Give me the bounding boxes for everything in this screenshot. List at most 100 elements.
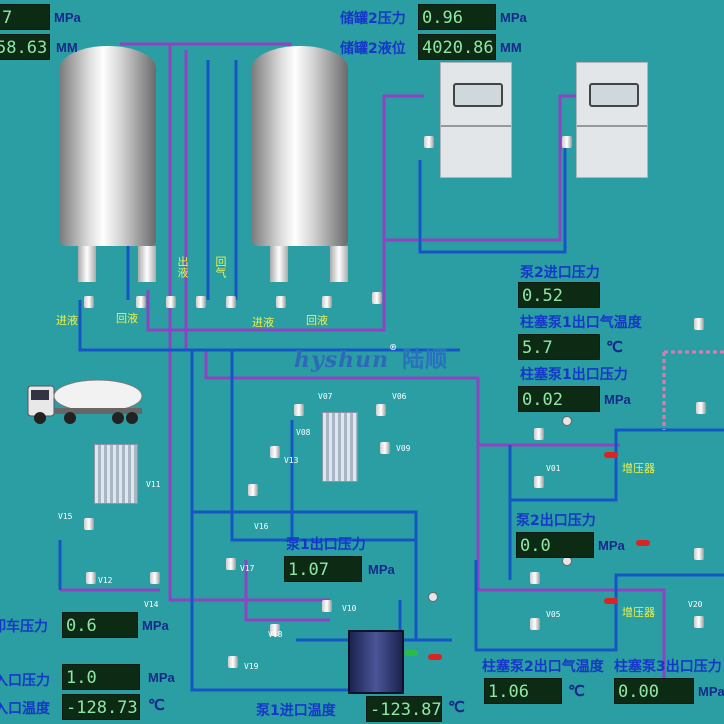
tank-2-leg-right	[330, 246, 348, 282]
valve[interactable]	[530, 618, 540, 630]
unload-pressure-display: 0.6	[62, 612, 138, 638]
tank-1-leg-right	[138, 246, 156, 282]
valve[interactable]	[84, 296, 94, 308]
pump2-outlet-pressure-unit: MPa	[598, 538, 625, 553]
valve-tag: V19	[244, 662, 259, 671]
brand-logo-text: hyshun	[294, 347, 390, 373]
valve[interactable]	[86, 572, 96, 584]
valve[interactable]	[84, 518, 94, 530]
tank2-level-display: 4020.86	[418, 34, 496, 60]
tag-tank1-vapor: 回气	[214, 256, 227, 278]
valve[interactable]	[226, 296, 236, 308]
red-indicator	[404, 650, 418, 656]
valve[interactable]	[226, 558, 236, 570]
valve[interactable]	[196, 296, 206, 308]
valve-tag: V08	[296, 428, 311, 437]
valve-tag: V10	[342, 604, 357, 613]
registered-mark: ®	[389, 342, 399, 352]
dispenser-1[interactable]	[440, 62, 512, 178]
valve[interactable]	[694, 616, 704, 628]
valve[interactable]	[150, 572, 160, 584]
vapor-temp1-display: 5.7	[518, 334, 600, 360]
pump1-inlet-temp-display: -123.87	[366, 696, 442, 722]
valve[interactable]	[322, 296, 332, 308]
red-indicator	[636, 540, 650, 546]
valve[interactable]	[424, 136, 434, 148]
valve[interactable]	[694, 318, 704, 330]
valve-tag: V16	[254, 522, 269, 531]
plunger-pump[interactable]	[348, 630, 404, 694]
pump1-outlet-pressure-display: 0.02	[518, 386, 600, 412]
valve[interactable]	[534, 428, 544, 440]
valve[interactable]	[530, 572, 540, 584]
vapor-temp1-unit: ℃	[606, 339, 623, 356]
booster-tag-1: 增压器	[622, 462, 655, 475]
unload-pressure-unit: MPa	[142, 618, 169, 633]
inlet-temp-display: -128.73	[62, 694, 140, 720]
valve-tag: V12	[98, 576, 113, 585]
vaporizer-center[interactable]	[322, 412, 358, 482]
valve[interactable]	[228, 656, 238, 668]
vapor-temp2-label: 柱塞泵2出口气温度	[482, 659, 604, 675]
tank2-pressure-unit: MPa	[500, 10, 527, 25]
vaporizer-left[interactable]	[94, 444, 138, 504]
pump1-outlet-pressure-b-label: 泵1出口压力	[286, 537, 366, 553]
pump1-inlet-temp-unit: ℃	[448, 699, 465, 716]
pressure-sensor	[562, 416, 572, 426]
valve[interactable]	[322, 600, 332, 612]
valve[interactable]	[276, 296, 286, 308]
valve[interactable]	[694, 548, 704, 560]
valve[interactable]	[270, 624, 280, 636]
tanker-truck-icon	[27, 379, 143, 424]
valve[interactable]	[534, 476, 544, 488]
pump2-outlet-pressure-display: 0.0	[516, 532, 594, 558]
storage-tank-2[interactable]	[252, 46, 348, 246]
inlet-temp-unit: ℃	[148, 697, 165, 714]
tank2-pressure-display: 0.96	[418, 4, 496, 30]
valve[interactable]	[136, 296, 146, 308]
valve[interactable]	[372, 292, 382, 304]
valve[interactable]	[562, 136, 572, 148]
valve[interactable]	[696, 402, 706, 414]
valve-tag: V15	[58, 512, 73, 521]
valve[interactable]	[166, 296, 176, 308]
brand-logo: hyshun®陆顺	[294, 342, 448, 374]
valve-tag: V09	[396, 444, 411, 453]
inlet-pressure-unit: MPa	[148, 670, 175, 685]
valve[interactable]	[248, 484, 258, 496]
tag-tank1-inlet: 进液	[56, 314, 78, 327]
valve-tag: V17	[240, 564, 255, 573]
tank2-level-unit: MM	[500, 40, 522, 55]
valve-tag: V11	[146, 480, 161, 489]
red-indicator	[428, 654, 442, 660]
valve-tag: V01	[546, 464, 561, 473]
tag-tank1-outlet: 出液	[176, 256, 189, 278]
tag-tank1-return: 回液	[116, 312, 138, 325]
storage-tank-1[interactable]	[60, 46, 156, 246]
red-indicator	[604, 452, 618, 458]
dispenser-1-band	[441, 125, 511, 127]
valve-tag: V07	[318, 392, 333, 401]
tank2-level-label: 储罐2液位	[340, 41, 406, 57]
tank1-pressure-unit: MPa	[54, 10, 81, 25]
tag-tank2-inlet: 进液	[252, 316, 274, 329]
valve[interactable]	[294, 404, 304, 416]
tank1-level-unit: MM	[56, 40, 78, 55]
valve-tag: V18	[268, 630, 283, 639]
valve-tag: V14	[144, 600, 159, 609]
valve[interactable]	[380, 442, 390, 454]
inlet-pressure-display: 1.0	[62, 664, 140, 690]
booster-tag-2: 增压器	[622, 606, 655, 619]
dispenser-2[interactable]	[576, 62, 648, 178]
valve[interactable]	[270, 446, 280, 458]
pump-inlet-pressure-display: 0.52	[518, 282, 600, 308]
pump2-outlet-pressure-label: 泵2出口压力	[516, 513, 596, 529]
tank1-level-display: 58.63	[0, 34, 50, 60]
valve[interactable]	[376, 404, 386, 416]
tank1-pressure-display: 7	[0, 4, 50, 30]
tank2-pressure-label: 储罐2压力	[340, 11, 406, 27]
pump1-outlet-pressure-b-unit: MPa	[368, 562, 395, 577]
pump3-outlet-pressure-label: 柱塞泵3出口压力	[614, 659, 722, 675]
inlet-temp-label: 入口温度	[0, 701, 50, 717]
